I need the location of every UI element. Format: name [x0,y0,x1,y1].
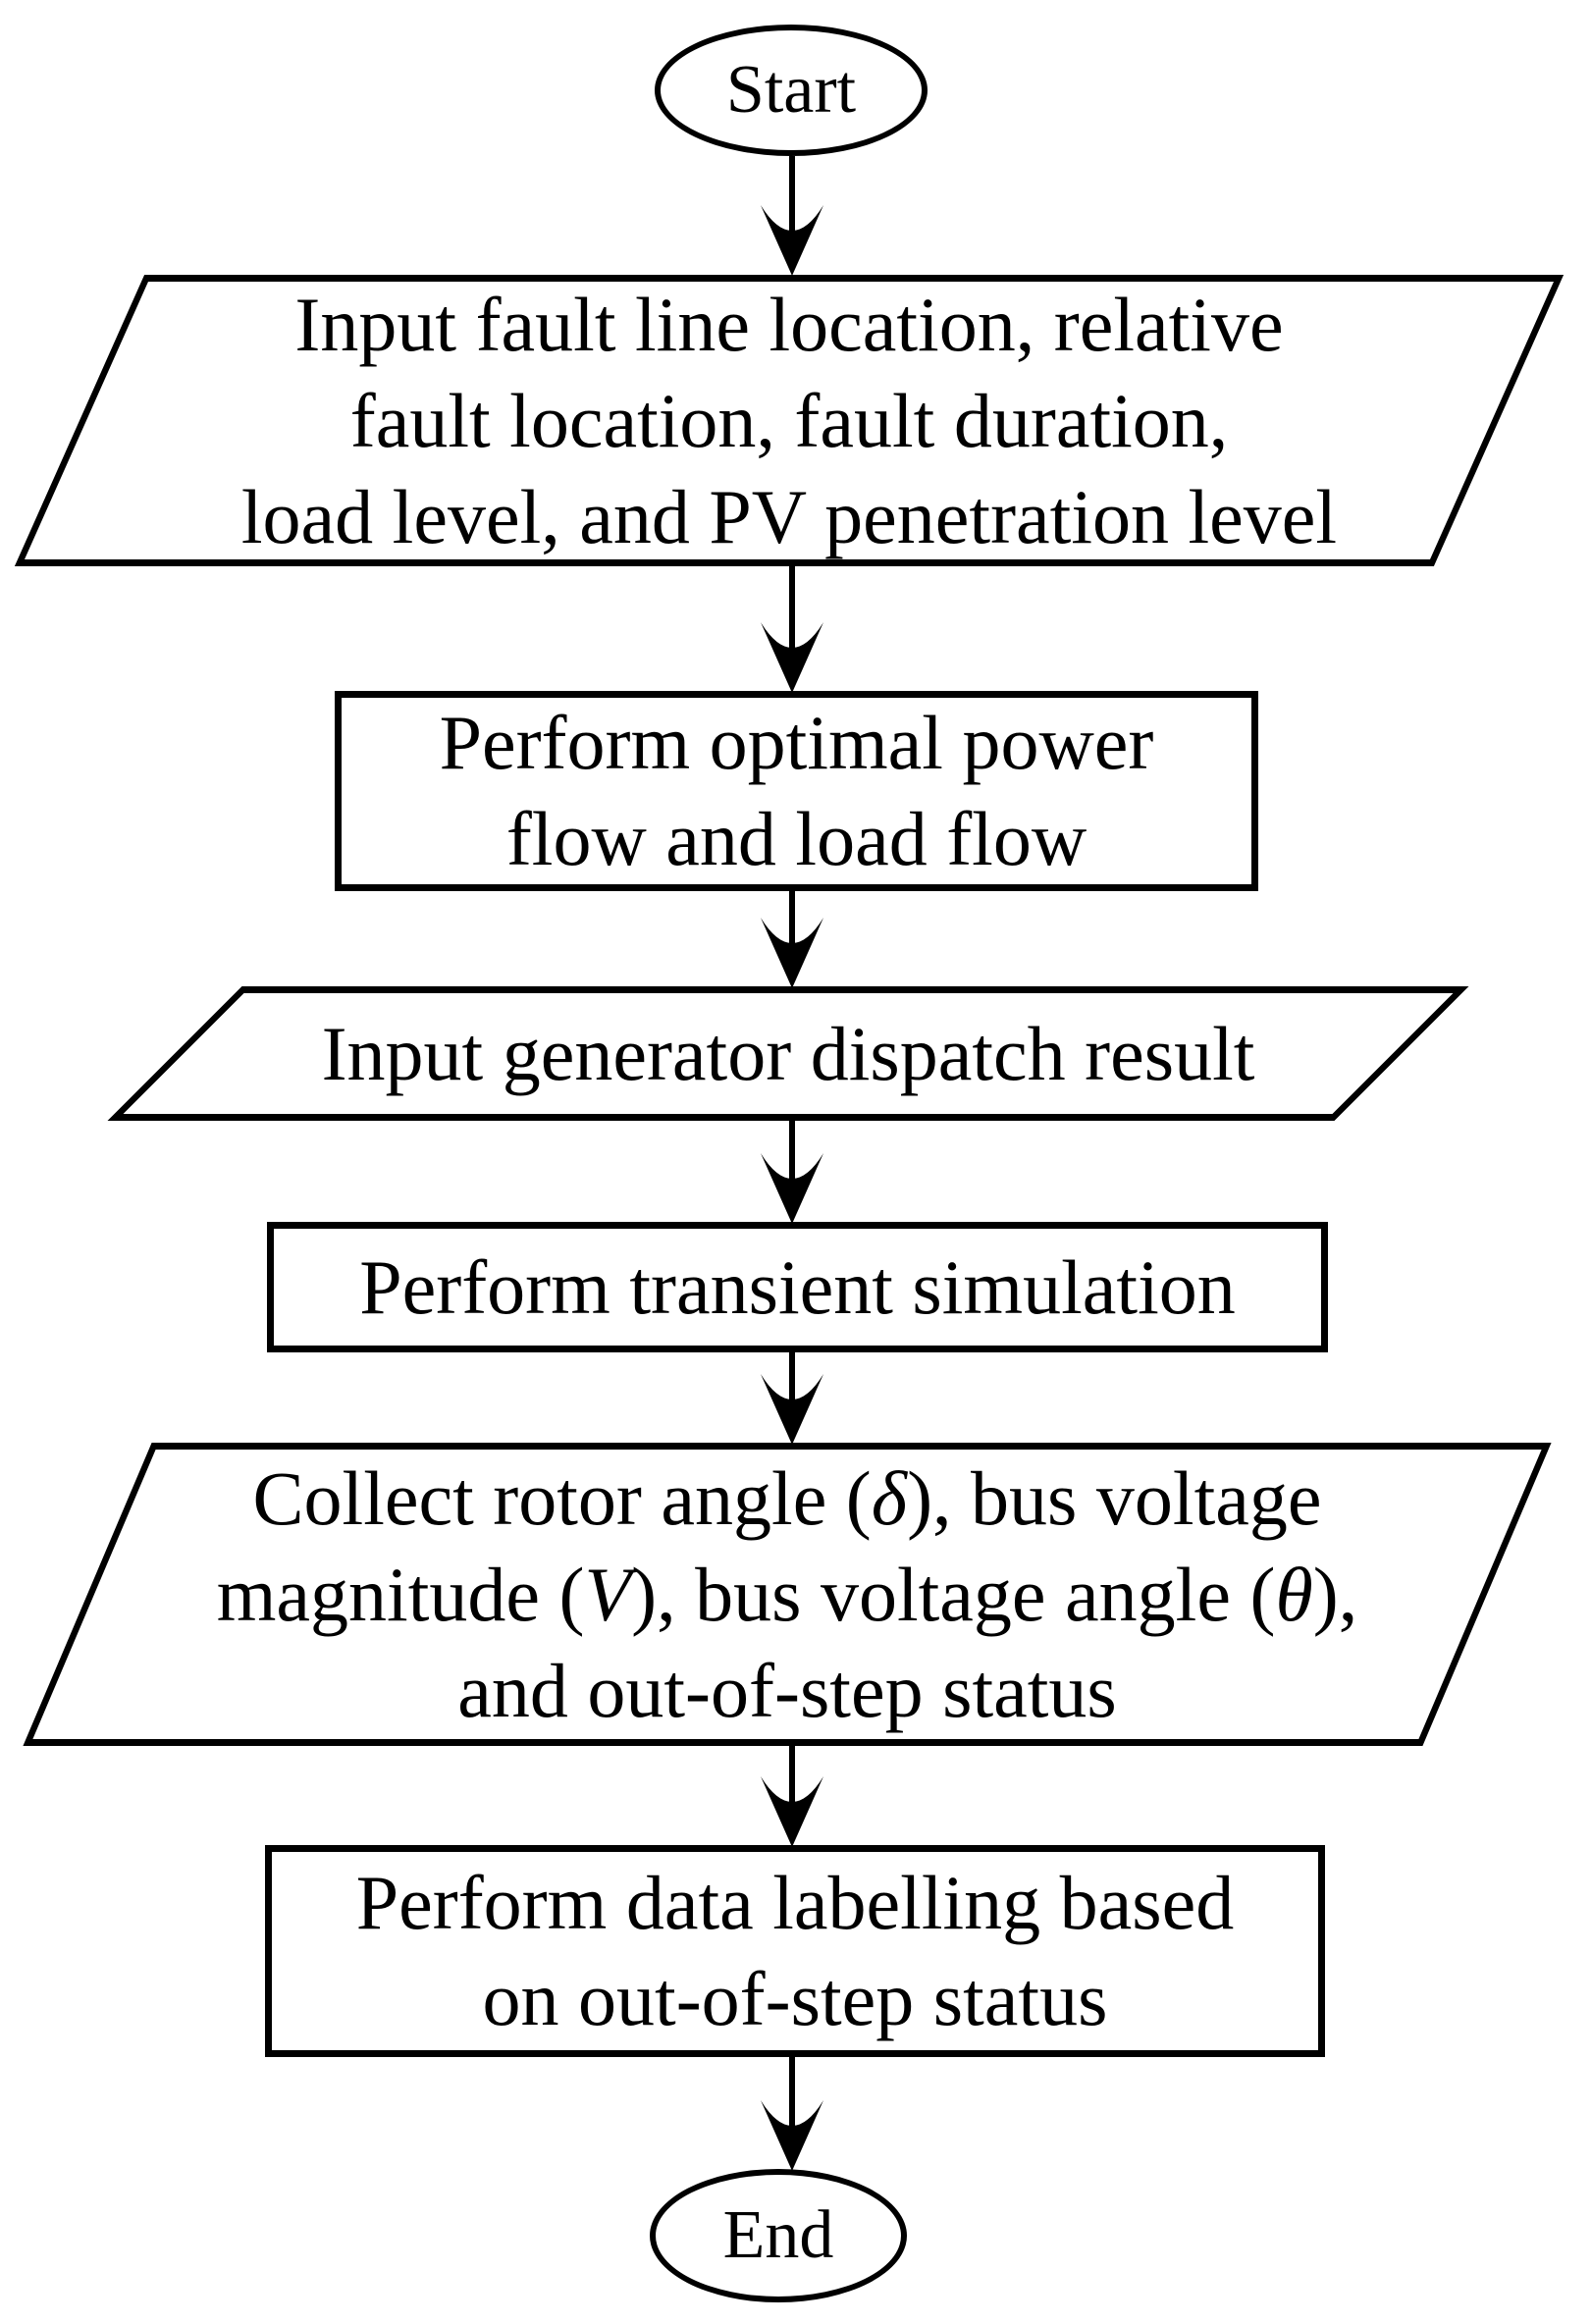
arrow-stem [789,2057,795,2128]
node-end-terminator: End [650,2169,907,2302]
arrow-labelling-to-end-icon [761,2057,823,2171]
arrow-start-to-input-icon [761,156,823,276]
node-input-scenario-io: Input fault line location, relative faul… [14,275,1564,566]
arrow-stem [789,891,795,945]
arrow-head [761,1374,823,1445]
node-line: load level, and PV penetration level [240,473,1338,559]
arrow-head [761,205,823,276]
node-data-labelling-process: Perform data labelling based on out-of-s… [265,1845,1325,2057]
arrow-head [761,622,823,693]
node-line: Input fault line location, relative [294,281,1284,367]
node-text: Input fault line location, relative faul… [80,275,1499,566]
node-line: on out-of-step status [482,1956,1108,2041]
start-label: Start [725,52,857,128]
node-line: Perform transient simulation [359,1243,1236,1330]
node-line: and out-of-step status [457,1647,1117,1733]
node-line: Collect rotor angle (δ), bus voltage [252,1454,1322,1541]
arrow-stem [789,1746,795,1804]
node-line: Perform optimal power [439,700,1154,785]
arrow-stem [789,1121,795,1181]
arrow-head [761,1776,823,1847]
node-line: Perform data labelling based [355,1860,1235,1945]
arrow-head [761,918,823,988]
node-text: Input generator dispatch result [175,986,1402,1121]
node-line: magnitude (V), bus voltage angle (θ), [216,1551,1358,1637]
arrow-stem [789,156,795,233]
node-collect-data-io: Collect rotor angle (δ), bus voltage mag… [23,1443,1552,1746]
node-transient-simulation-process: Perform transient simulation [267,1222,1328,1352]
arrow-stem [789,566,795,650]
node-line: fault location, fault duration, [349,377,1229,463]
node-start-terminator: Start [655,25,928,156]
node-text: Collect rotor angle (δ), bus voltage mag… [87,1443,1487,1746]
end-label: End [722,2197,834,2273]
arrow-opf-to-dispatch-icon [761,891,823,988]
node-opf-process: Perform optimal power flow and load flow [335,691,1258,891]
node-line: flow and load flow [505,796,1087,881]
node-dispatch-result-io: Input generator dispatch result [107,986,1469,1121]
arrow-stem [789,1352,795,1401]
arrow-transient-to-collect-icon [761,1352,823,1445]
arrow-input-to-opf-icon [761,566,823,693]
arrow-dispatch-to-transient-icon [761,1121,823,1224]
arrow-head [761,1153,823,1224]
node-line: Input generator dispatch result [321,1010,1255,1096]
arrow-head [761,2100,823,2171]
arrow-collect-to-labelling-icon [761,1746,823,1847]
